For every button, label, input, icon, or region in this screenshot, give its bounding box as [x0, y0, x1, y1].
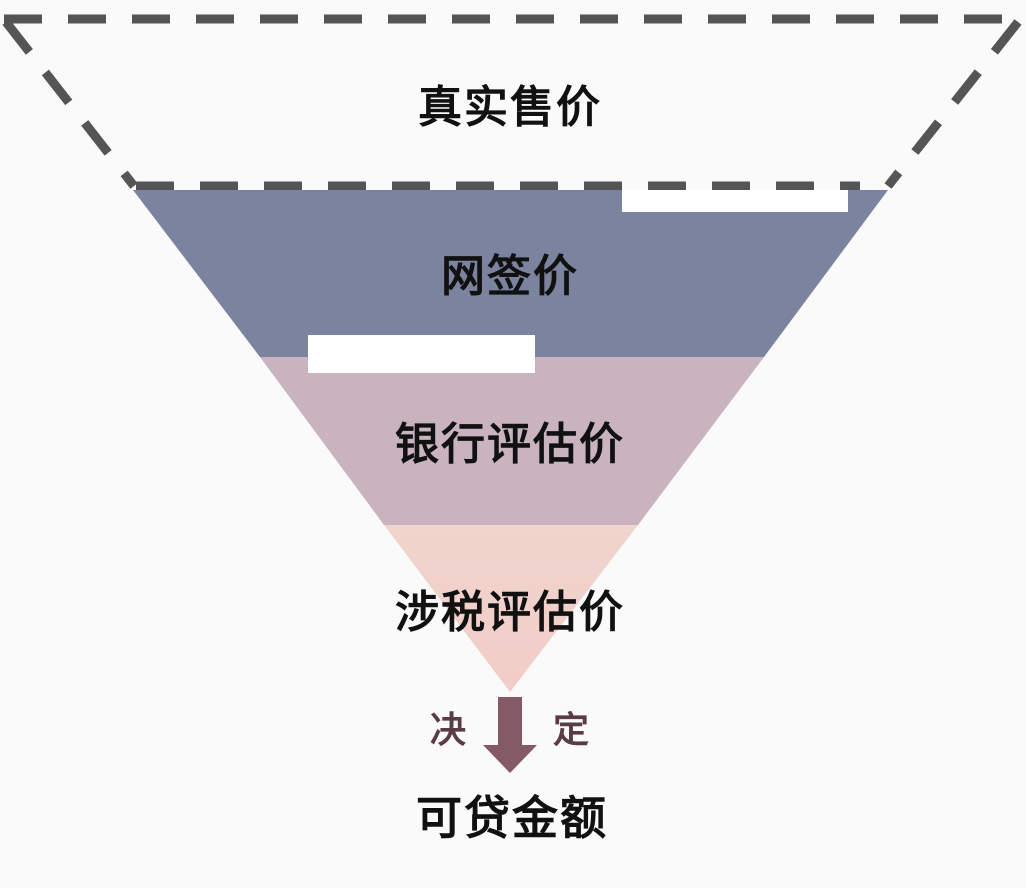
level-label-tax: 涉税评估价 — [395, 587, 625, 638]
arrow-label-right: 定 — [552, 710, 592, 751]
band-bank — [260, 357, 764, 525]
level-label-wangqian: 网签价 — [441, 251, 579, 302]
down-arrow-icon — [483, 697, 537, 773]
mask-block — [308, 335, 535, 373]
mask-block — [622, 190, 848, 212]
band-wangqian — [133, 190, 888, 357]
result-label: 可贷金额 — [416, 791, 608, 845]
band-tax — [384, 525, 638, 692]
arrow-label-left: 决 — [429, 710, 469, 751]
dashed-outline — [2, 14, 1022, 191]
level-label-real-price: 真实售价 — [418, 82, 602, 133]
level-label-bank: 银行评估价 — [395, 419, 625, 470]
